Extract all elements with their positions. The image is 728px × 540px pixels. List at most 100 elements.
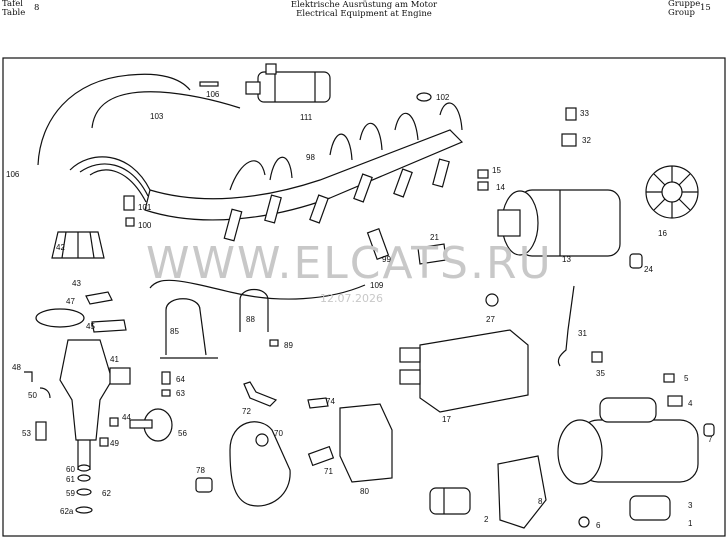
part-label: 71: [324, 467, 333, 476]
part-78: [195, 477, 213, 493]
ignition-cable: [91, 91, 241, 129]
voltage-regulator: [399, 329, 529, 413]
part-label: 33: [580, 109, 589, 118]
part-label: 24: [644, 265, 653, 274]
part-label: 50: [28, 391, 37, 400]
part-label: 14: [496, 183, 505, 192]
part-label: 43: [72, 279, 81, 288]
bracket-21: [417, 243, 447, 265]
part-33: [565, 107, 577, 121]
part-label: 15: [492, 166, 501, 175]
header-right: Gruppe Group: [668, 0, 700, 18]
generator: [497, 189, 621, 257]
part-50: [39, 387, 51, 399]
distributor: [59, 339, 131, 470]
lever-47: [85, 291, 113, 305]
part-label: 89: [284, 341, 293, 350]
part-label: 53: [22, 429, 31, 438]
washer-60: [77, 464, 91, 472]
part-number-labels: 106 103 111 102 33 32 98 15 14 106 101 1…: [6, 90, 713, 530]
part-label: 80: [360, 487, 369, 496]
part-24: [629, 253, 643, 269]
part-label: 41: [110, 355, 119, 364]
part-label: 17: [442, 415, 451, 424]
part-64: [161, 371, 171, 385]
part-44: [109, 417, 119, 427]
part-label: 72: [242, 407, 251, 416]
part-label: 48: [12, 363, 21, 372]
part-100: [125, 217, 135, 227]
part-label: 1: [688, 519, 693, 528]
header-left: Tafel Table: [2, 0, 25, 18]
part-label: 5: [684, 374, 689, 383]
part-71: [307, 445, 335, 467]
distributor-cap: [51, 231, 105, 259]
cable-clip-85: [160, 298, 218, 359]
plug-connector-99: [366, 228, 390, 260]
part-15: [477, 169, 489, 179]
part-label: 103: [150, 112, 164, 121]
wire-109: [149, 279, 366, 300]
clip-74: [307, 397, 329, 409]
part-label: 47: [66, 297, 75, 306]
part-label: 27: [486, 315, 495, 324]
header-table-number: 8: [34, 3, 40, 13]
part-63: [161, 389, 171, 397]
end-shield-8: [497, 455, 547, 529]
title-de: Elektrische Ausrüstung am Motor: [290, 0, 438, 10]
part-label: 31: [578, 329, 587, 338]
part-label: 56: [178, 429, 187, 438]
part-label: 16: [658, 229, 667, 238]
part-label: 78: [196, 466, 205, 475]
drawing-layer: [24, 63, 715, 529]
cable-clip-88: [239, 288, 269, 332]
pinion-2: [429, 487, 471, 515]
watermark-text: WWW.ELCATS.RU: [146, 238, 553, 289]
fan-pulley-16: [645, 165, 699, 219]
part-label: 62a: [60, 507, 74, 516]
watermark-date: 12.07.2026: [320, 292, 383, 305]
part-label: 44: [122, 413, 131, 422]
part-label: 98: [306, 153, 315, 162]
washer-62a: [75, 506, 93, 514]
condenser-mount: [91, 319, 127, 333]
part-label: 101: [138, 203, 152, 212]
part-label: 64: [176, 375, 185, 384]
part-label: 2: [484, 515, 489, 524]
part-label: 6: [596, 521, 601, 530]
part-label: 45: [86, 322, 95, 331]
part-label: 21: [430, 233, 439, 242]
part-label: 102: [436, 93, 450, 102]
grommet-102: [416, 92, 432, 102]
header-center: Elektrische Ausrüstung am Motor Electric…: [0, 1, 728, 19]
part-label: 60: [66, 465, 75, 474]
part-4: [667, 395, 683, 407]
part-label: 63: [176, 389, 185, 398]
part-49: [99, 437, 109, 447]
part-label: 59: [66, 489, 75, 498]
part-label: 13: [562, 255, 571, 264]
ground-wire-left: [37, 73, 191, 166]
part-label: 88: [246, 315, 255, 324]
part-label: 111: [300, 113, 313, 122]
breaker-plate: [35, 308, 85, 328]
header-group-number: 15: [700, 3, 711, 13]
washer-61: [77, 474, 91, 482]
part-53: [35, 421, 47, 441]
part-label: 109: [370, 281, 384, 290]
header-tafel: Tafel: [2, 0, 23, 9]
part-label: 62: [102, 489, 111, 498]
part-label: 85: [170, 327, 179, 336]
part-101: [123, 195, 135, 211]
screw-35: [591, 351, 603, 363]
distributor-leads: [69, 156, 151, 203]
part-label: 74: [326, 397, 335, 406]
terminal-72: [243, 381, 278, 407]
header-gruppe: Gruppe: [668, 0, 701, 9]
part-label: 3: [688, 501, 693, 510]
title-en: Electrical Equipment at Engine: [296, 9, 432, 19]
cover-plate-70: [229, 421, 291, 507]
part-label: 70: [274, 429, 283, 438]
part-label: 106: [6, 170, 20, 179]
